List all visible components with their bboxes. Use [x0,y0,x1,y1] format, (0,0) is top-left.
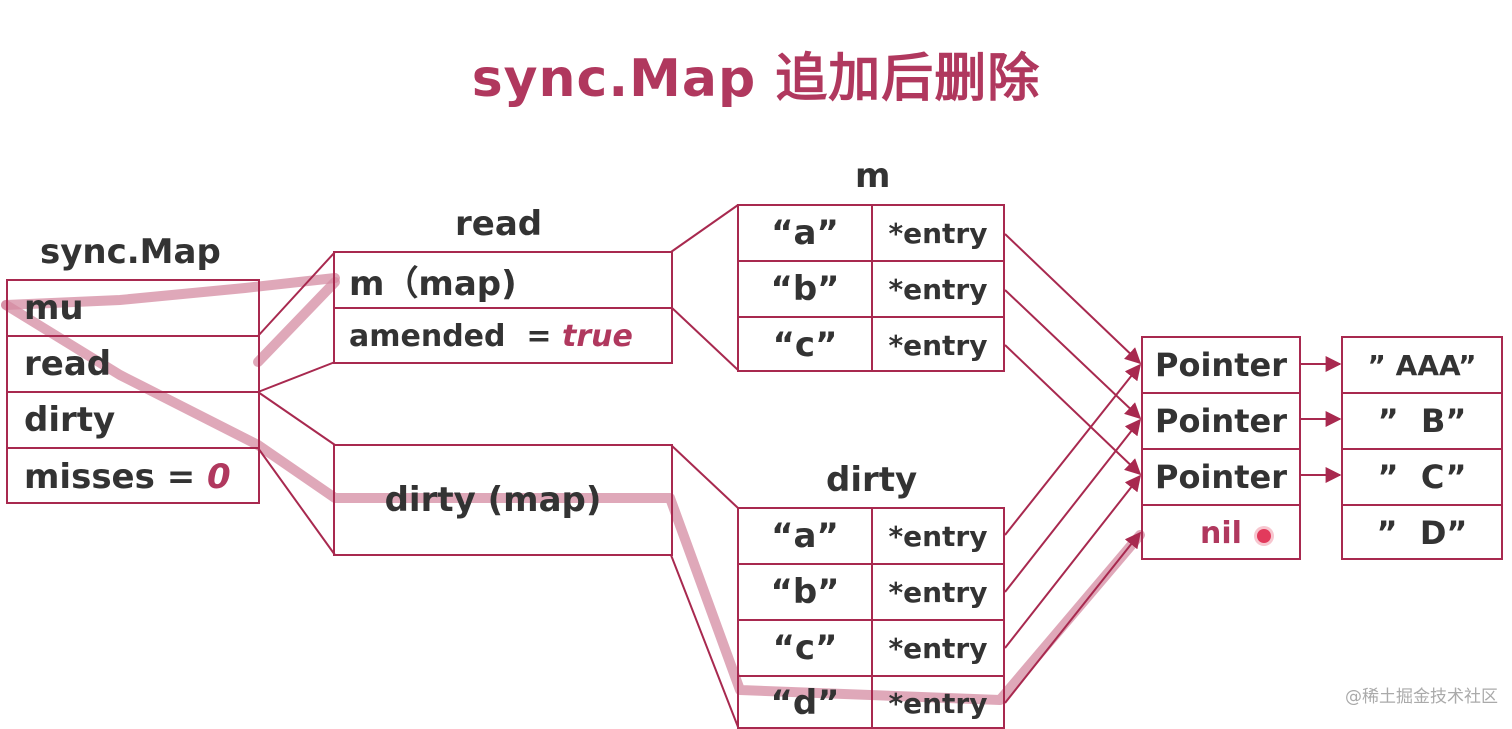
arrow-m-b [1004,289,1142,420]
dirty-entry-b: *entry [873,565,1003,621]
amended-value: true [561,319,633,354]
connector-m-bottom [670,306,739,371]
arrow-m-c [1004,344,1142,476]
syncmap-field-dirty: dirty [8,393,258,449]
read-struct: m（map) amended = true [333,251,673,364]
dirty-key-a: “a” [739,509,873,565]
highlight-path-mu-to-read [1,273,340,310]
connector-dirty-bottom [257,447,336,556]
read-label: read [455,204,543,244]
pointer-3: Pointer [1143,450,1299,506]
value-d: ” D” [1376,514,1468,552]
arrow-dirty-a [1004,363,1141,536]
dirty-key-c: “c” [739,621,873,677]
value-column: ” AAA” ” B” ” C” ” D” [1341,336,1503,560]
page-title: sync.Map 追加后删除 [471,49,1041,109]
pointer-1: Pointer [1143,338,1299,394]
m-key-a: “a” [739,206,873,262]
m-entry-a: *entry [873,206,1003,262]
dirty-key-d: “d” [739,677,873,729]
dirty-entry-a: *entry [873,509,1003,565]
pointer-2: Pointer [1143,394,1299,450]
pointer-column: Pointer Pointer Pointer nil [1141,336,1301,560]
connector-dirty-top [257,391,336,446]
syncmap-field-mu: mu [8,281,258,337]
connector-read-bottom [257,361,336,393]
pointer-nil: nil [1200,515,1242,551]
arrow-m-a [1004,233,1142,365]
connector-read-top [257,251,336,337]
dirty-field-map: dirty (map) [384,480,602,520]
m-key-c: “c” [739,318,873,372]
dirty-table: “a” *entry “b” *entry “c” *entry “d” *en… [737,507,1005,729]
connector-dirtytable-top [670,444,739,509]
dirty-entry-d: *entry [888,686,988,720]
m-label: m [855,156,891,196]
arrow-dirty-c [1004,474,1141,649]
connector-dirtytable-bottom [670,554,739,727]
highlight-path-mu-to-dirty [1,300,1145,705]
dirty-entry-c: *entry [873,621,1003,677]
syncmap-label: sync.Map [40,232,221,272]
read-field-m: m（map) [335,253,671,309]
arrow-dirty-b [1004,418,1141,593]
cursor-dot [1257,529,1271,543]
value-b: ” B” [1343,394,1501,450]
highlight-path-read-to-m [253,277,340,367]
m-entry-b: *entry [873,262,1003,318]
syncmap-field-read: read [8,337,258,393]
m-key-b: “b” [739,262,873,318]
syncmap-field-misses: misses = 0 [24,456,231,497]
dirty-struct: dirty (map) [333,444,673,556]
dirty-key-b: “b” [739,565,873,621]
m-table: “a” *entry “b” *entry “c” *entry [737,204,1005,372]
syncmap-struct: mu read dirty misses = 0 [6,279,260,504]
read-field-amended: amended = true [349,319,633,354]
arrow-dirty-d [1004,531,1141,704]
value-aaa: ” AAA” [1343,338,1501,394]
misses-value: 0 [207,456,231,497]
value-c: ” C” [1343,450,1501,506]
dirty-label: dirty [826,460,918,500]
watermark: @稀土掘金技术社区 [1345,687,1498,707]
m-entry-c: *entry [888,328,988,362]
connector-m-top [670,204,739,253]
